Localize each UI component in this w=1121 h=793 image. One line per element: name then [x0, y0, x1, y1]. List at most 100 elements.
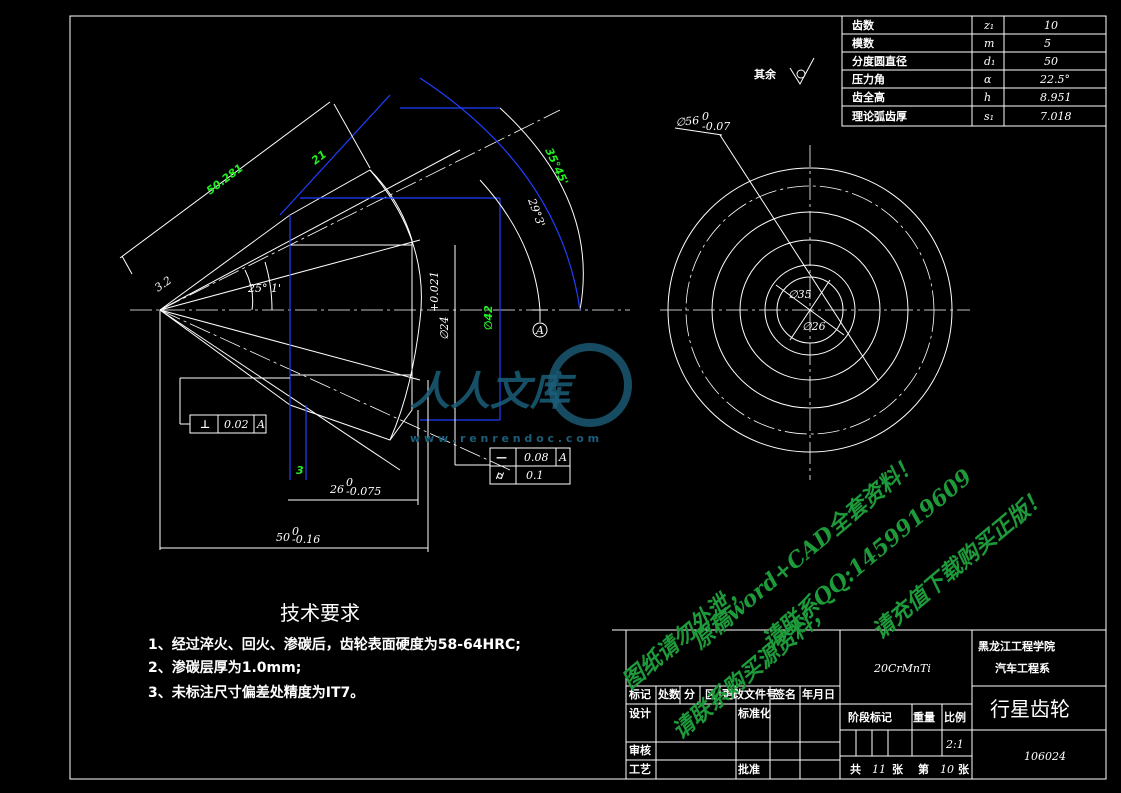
hatched-section-top: [289, 169, 413, 246]
dim-24: ∅24: [438, 316, 451, 340]
param-value: 50: [1044, 55, 1058, 68]
watermark: 人人文库 w w w . r e n r e n d o c . c o m 原…: [410, 343, 1052, 745]
roughness-label: 其余: [754, 67, 777, 81]
outer-circle: [667, 167, 953, 453]
tb-hdr: 标记: [628, 687, 651, 701]
spherical-back-face: [369, 169, 422, 441]
tb-approve: 批准: [738, 762, 760, 776]
tb-design: 设计: [629, 706, 651, 720]
dim-26-tol0: 0: [346, 476, 353, 489]
tol2-ref: A: [558, 451, 567, 464]
tb-hdr: 处数: [657, 687, 681, 701]
dim-50-tol0: 0: [292, 525, 299, 538]
param-symbol: s₁: [984, 110, 994, 123]
param-name: 齿数: [852, 18, 875, 32]
dim-3: 3: [296, 464, 304, 477]
dim-50-tol: -0.16: [292, 533, 320, 546]
requirement-item: 2、渗碳层厚为1.0mm;: [148, 659, 301, 676]
tol3-value: 0.1: [526, 469, 544, 482]
param-value: 22.5°: [1039, 73, 1070, 86]
param-name: 压力角: [852, 72, 885, 86]
dim-56-tol: -0.07: [702, 120, 730, 133]
dim-24-tol: +0.021: [428, 271, 441, 312]
dim-35-45: 35°45': [542, 146, 570, 187]
tb-sheet-post: 张: [958, 762, 970, 776]
part-name: 行星齿轮: [990, 697, 1070, 721]
param-value: 5: [1044, 37, 1051, 50]
param-symbol: m: [984, 37, 994, 50]
tol2-value: 0.08: [524, 451, 549, 464]
watermark-logo-icon: [548, 343, 632, 427]
dim-25-1: 25° 1': [247, 282, 281, 295]
pitch-cone-line-top: [159, 109, 561, 311]
watermark-line: 请充值下载购买正版！: [867, 483, 1052, 644]
pitch-cone-line-bottom: [159, 309, 511, 471]
school-name: 黑龙江工程学院: [978, 639, 1055, 653]
section-view: A 50.281 21 35°45' 29°3' 3.2 25° 1' ∅24 …: [119, 77, 630, 552]
bore-circle-26: [776, 276, 844, 344]
param-symbol: d₁: [984, 55, 995, 68]
tb-craft: 工艺: [629, 762, 651, 776]
param-symbol: h: [984, 91, 991, 104]
technical-requirements: 技术要求 1、经过淬火、回火、渗碳后，齿轮表面硬度为58-64HRC; 2、渗碳…: [148, 601, 521, 701]
tb-hdr: 更改文件号: [722, 687, 777, 701]
tb-sheet-pre: 第: [918, 762, 929, 776]
dim-26c: ∅26: [802, 320, 826, 333]
param-name: 模数: [852, 36, 875, 50]
tolerance-frame-perpendicularity: ⊥ 0.02 A: [179, 377, 290, 434]
requirement-item: 3、未标注尺寸偏差处精度为IT7。: [148, 684, 364, 701]
tb-scale-label: 比例: [944, 710, 966, 724]
bore-circle-35: [764, 264, 856, 356]
tol1-ref: A: [256, 418, 265, 431]
tb-hdr: 签名: [773, 687, 796, 701]
watermark-url: w w w . r e n r e n d o c . c o m: [410, 432, 599, 445]
roughness-symbol: 其余: [754, 57, 815, 85]
tol1-symbol: ⊥: [200, 418, 210, 431]
tol3-symbol: ⌭: [495, 469, 505, 482]
dim-50-281: 50.281: [204, 161, 246, 197]
tb-hdr: 年月日: [802, 687, 835, 701]
dim-56: ∅56: [675, 114, 700, 129]
datum-a-marker: [532, 322, 548, 338]
param-value: 8.951: [1040, 91, 1072, 104]
param-name: 理论弧齿厚: [852, 109, 907, 123]
front-view: ∅56 0 -0.07 ∅35 ∅26: [660, 110, 970, 480]
tb-check: 审核: [629, 743, 651, 757]
dim-56-tol0: 0: [702, 110, 709, 123]
dim-50: 50: [276, 531, 290, 544]
parameter-table: 齿数 z₁ 10 模数 m 5 分度圆直径 d₁ 50 压力角 α 22.5° …: [841, 15, 1107, 127]
tb-scale: 2:1: [945, 738, 964, 751]
param-name: 齿全高: [852, 90, 885, 104]
department-name: 汽车工程系: [995, 661, 1050, 675]
tb-total: 11: [872, 763, 886, 776]
datum-a-label: A: [535, 324, 544, 337]
requirement-item: 1、经过淬火、回火、渗碳后，齿轮表面硬度为58-64HRC;: [148, 636, 521, 653]
tb-stage: 阶段标记: [848, 710, 892, 724]
dim-26-tol: -0.075: [346, 485, 381, 498]
dim-35: ∅35: [788, 288, 812, 301]
tb-standard: 标准化: [737, 706, 771, 720]
tb-total-post: 张: [892, 762, 904, 776]
drawing-code: 106024: [1024, 750, 1066, 763]
tb-sheet: 10: [940, 763, 954, 776]
dim-26: 26: [329, 483, 344, 496]
title-block: 20CrMnTi 黑龙江工程学院 汽车工程系 行星齿轮 106024 标记 处数…: [612, 629, 1107, 780]
tol1-value: 0.02: [224, 418, 249, 431]
param-value: 10: [1044, 19, 1058, 32]
dim-42: ∅42: [482, 305, 495, 330]
drawing-border: [69, 15, 1107, 780]
watermark-logo-text: 人人文库: [410, 369, 577, 415]
tb-total-pre: 共: [850, 762, 861, 776]
tb-hdr: 区: [705, 688, 716, 701]
material-text: 20CrMnTi: [873, 662, 931, 675]
param-name: 分度圆直径: [852, 54, 907, 68]
param-symbol: z₁: [983, 19, 994, 32]
param-value: 7.018: [1040, 110, 1072, 123]
tb-hdr: 分: [684, 687, 695, 701]
param-symbol: α: [984, 73, 992, 86]
tolerance-frame-runout: — 0.08 A ⌭ 0.1: [489, 447, 571, 485]
tb-weight: 重量: [913, 710, 935, 724]
requirements-title: 技术要求: [280, 601, 360, 625]
tol2-symbol: —: [496, 451, 507, 464]
